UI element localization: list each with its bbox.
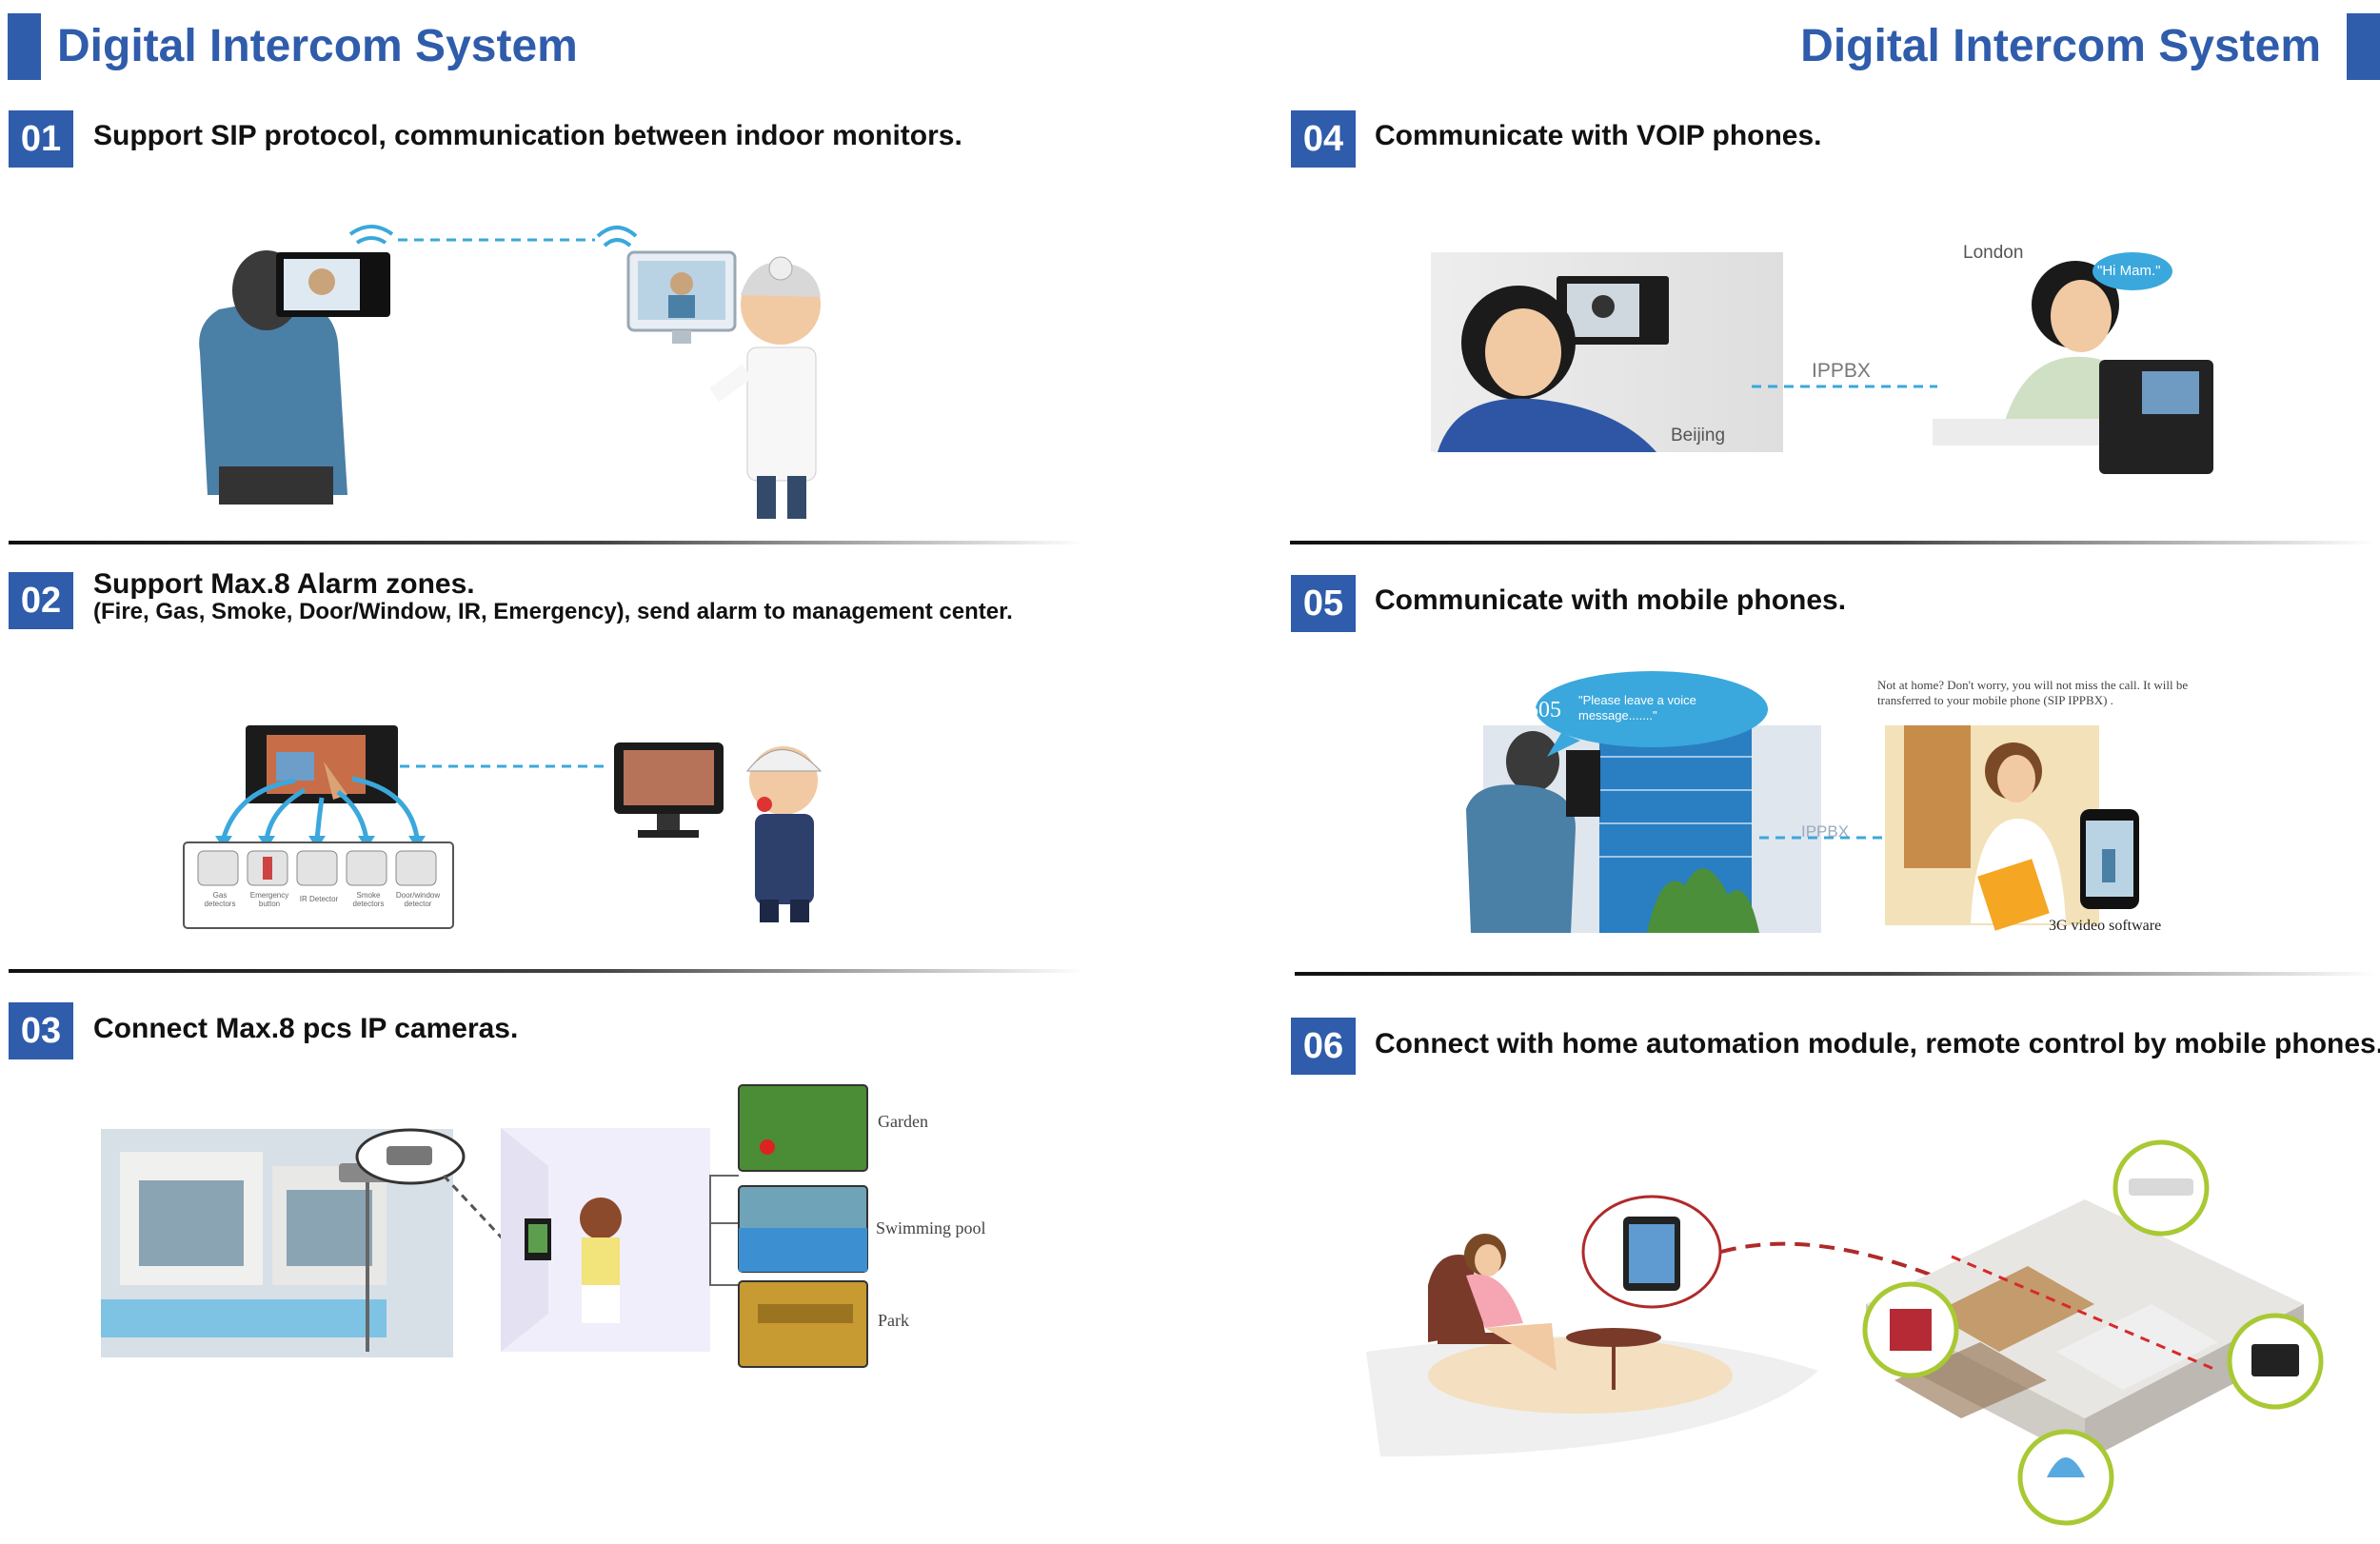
feature-number-01: 01 (9, 110, 73, 168)
divider-05 (1295, 972, 2375, 976)
camera-label-pool: Swimming pool (876, 1218, 986, 1237)
alarm-illustration (183, 725, 823, 929)
mobile-speech-bubble: "Please leave a voice message......." (1578, 693, 1696, 723)
feature-number-02: 02 (9, 572, 73, 629)
home-automation-illustration (1366, 1139, 2324, 1526)
feature-title-06: Connect with home automation module, rem… (1375, 1028, 2380, 1059)
feature-title-02: Support Max.8 Alarm zones. (93, 568, 475, 600)
feature-subtitle-02: (Fire, Gas, Smoke, Door/Window, IR, Emer… (93, 599, 1013, 624)
mobile-gateway-label: IPPBX (1801, 822, 1850, 841)
page-title-right: Digital Intercom System (1800, 21, 2321, 71)
feature-title-03: Connect Max.8 pcs IP cameras. (93, 1013, 519, 1044)
sensor-label-emergency: Emergency button (249, 891, 289, 908)
camera-label-park: Park (878, 1311, 909, 1330)
header-accent-left (8, 13, 41, 80)
feature-number-06: 06 (1291, 1018, 1356, 1075)
voip-illustration (1431, 252, 2213, 474)
voip-speech-bubble: "Hi Mam." (2097, 263, 2161, 279)
camera-illustration (101, 1084, 868, 1368)
divider-01 (9, 541, 1084, 544)
page-title-left: Digital Intercom System (57, 21, 578, 71)
voip-city-london: London (1963, 243, 2024, 263)
mobile-note: Not at home? Don't worry, you will not m… (1877, 678, 2189, 707)
feature-title-05: Communicate with mobile phones. (1375, 584, 1847, 616)
sensor-label-smoke: Smoke detectors (352, 891, 385, 908)
mobile-room-number: 605 (1527, 698, 1561, 723)
camera-label-garden: Garden (878, 1112, 928, 1131)
mobile-illustration (1466, 671, 2139, 933)
divider-04 (1290, 541, 2375, 544)
feature-number-03: 03 (9, 1002, 73, 1059)
voip-gateway-label: IPPBX (1812, 360, 1871, 382)
sensor-label-gas: Gas detectors (204, 891, 236, 908)
feature-number-05: 05 (1291, 575, 1356, 632)
feature-title-04: Communicate with VOIP phones. (1375, 120, 1822, 151)
feature-number-04: 04 (1291, 110, 1356, 168)
sip-illustration (199, 225, 821, 519)
header-accent-right (2347, 13, 2380, 80)
divider-02 (9, 969, 1084, 973)
sensor-label-ir: IR Detector (299, 895, 339, 903)
voip-city-beijing: Beijing (1671, 426, 1726, 445)
sensor-label-doorwindow: Door/window detector (395, 891, 441, 908)
mobile-software-label: 3G video software (2049, 918, 2162, 934)
feature-title-01: Support SIP protocol, communication betw… (93, 120, 962, 151)
